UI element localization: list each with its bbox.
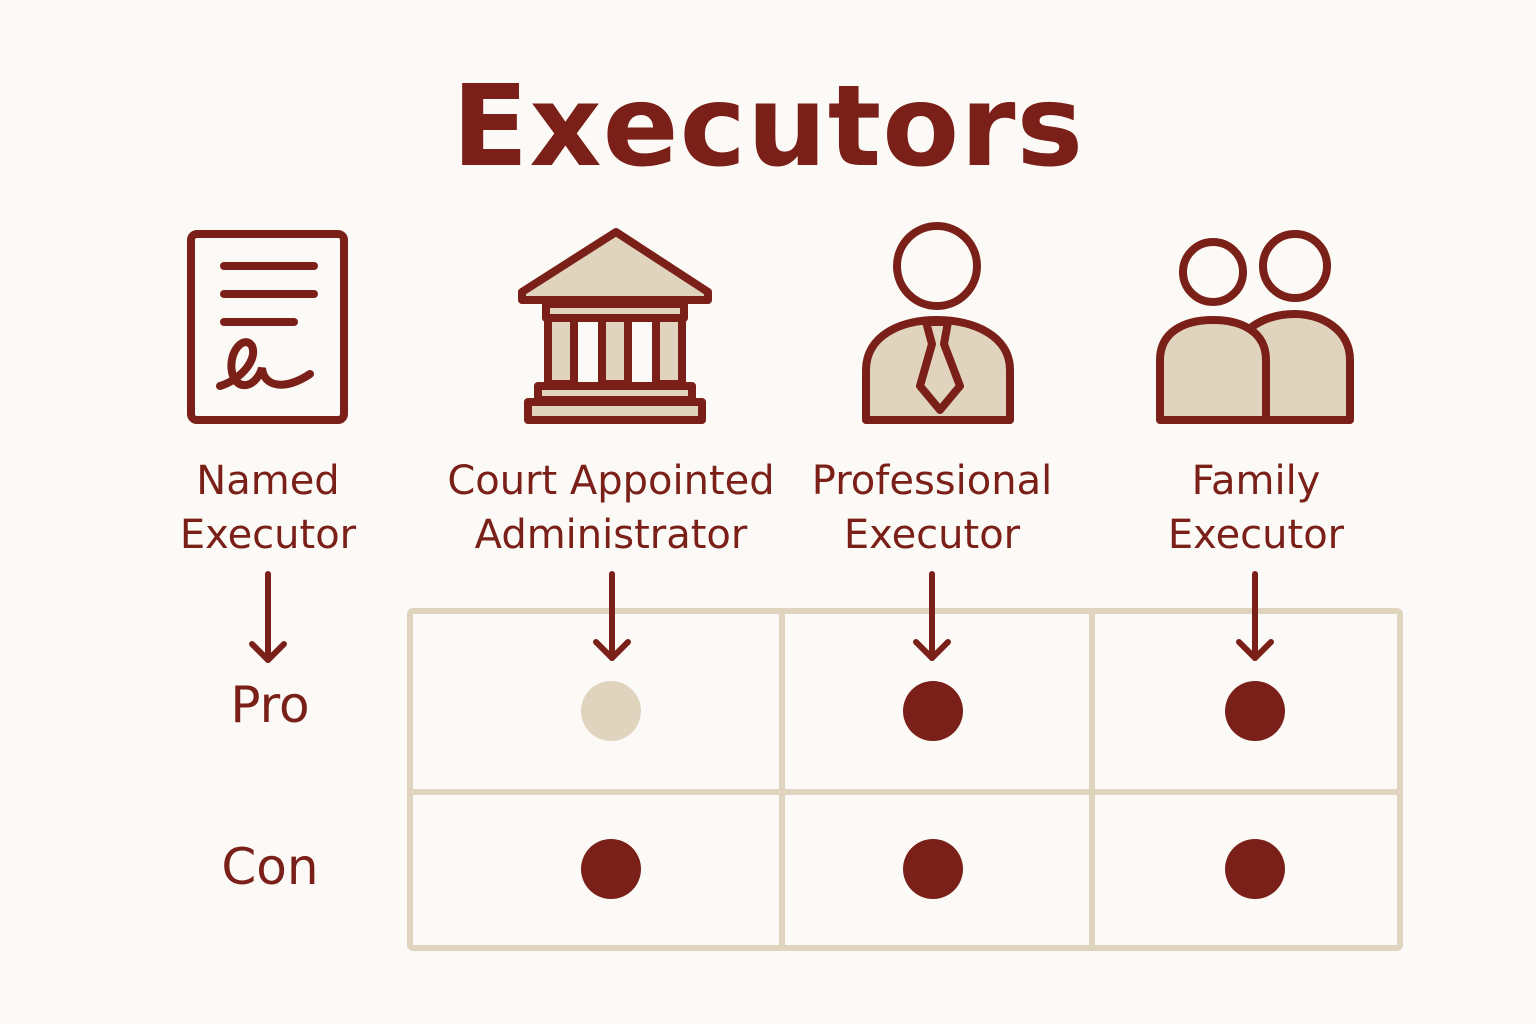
comparison-table-grid	[407, 608, 1403, 951]
row-label-con: Con	[221, 838, 319, 896]
column-label-family: Family Executor	[1076, 454, 1436, 562]
rating-dot-con-dark	[903, 839, 963, 899]
businessperson-icon	[862, 222, 1014, 424]
column-label-named-executor: Named Executor	[88, 454, 448, 562]
document-signature-icon	[187, 230, 348, 424]
arrow-down-icon	[1236, 571, 1274, 661]
arrow-down-icon	[593, 571, 631, 661]
label-line: Executor	[179, 512, 357, 558]
courthouse-icon	[518, 228, 712, 424]
rating-dot-con-dark	[581, 839, 641, 899]
arrow-down-icon	[913, 571, 951, 661]
rating-dot-pro-light	[581, 681, 641, 741]
label-line: Family	[1191, 458, 1321, 504]
column-label-court-appointed: Court Appointed Administrator	[416, 454, 806, 562]
row-label-pro: Pro	[230, 676, 310, 734]
page-title: Executors	[451, 62, 1085, 192]
rating-dot-pro-dark	[1225, 681, 1285, 741]
rating-dot-con-dark	[1225, 839, 1285, 899]
label-line: Executor	[1167, 512, 1345, 558]
label-line: Court Appointed	[447, 458, 775, 504]
column-label-professional: Professional Executor	[752, 454, 1112, 562]
arrow-down-icon	[249, 571, 287, 663]
label-line: Administrator	[474, 512, 748, 558]
label-line: Named	[196, 458, 340, 504]
rating-dot-pro-dark	[903, 681, 963, 741]
label-line: Professional	[811, 458, 1053, 504]
two-people-icon	[1156, 230, 1354, 424]
label-line: Executor	[843, 512, 1021, 558]
